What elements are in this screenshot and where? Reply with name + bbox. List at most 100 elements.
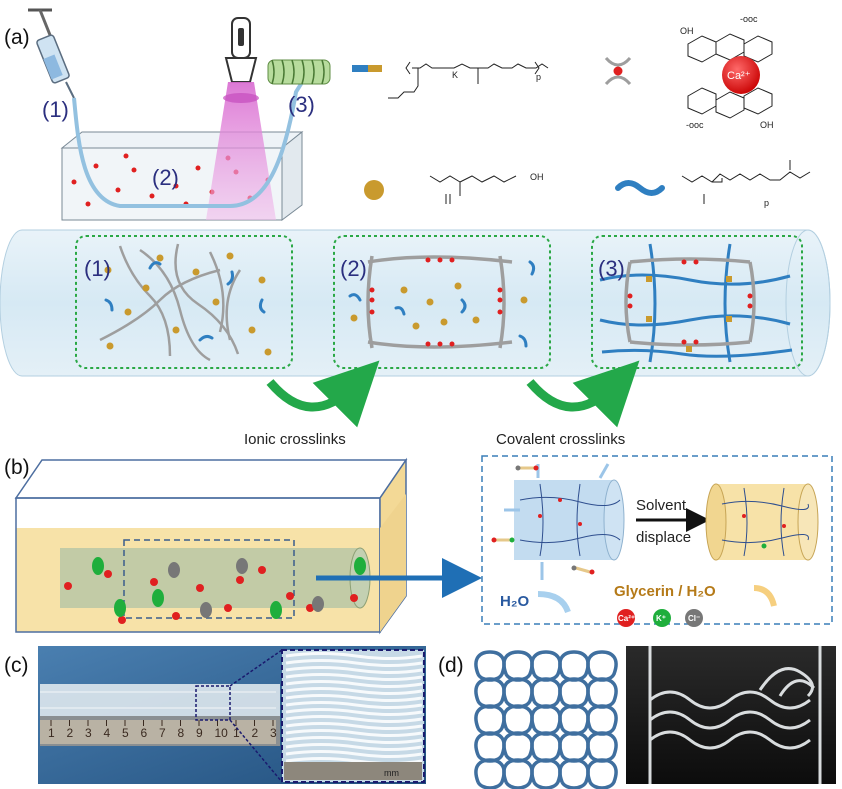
legend-polymer-structure xyxy=(388,61,549,99)
legend-oh-2: OH xyxy=(760,120,774,130)
solvent-label: Solvent xyxy=(636,497,687,514)
knit-loop xyxy=(530,650,562,682)
legend-ooc-1: -ooc xyxy=(740,14,758,24)
knit-loop xyxy=(586,731,618,763)
knit-loop xyxy=(530,731,562,763)
ruler-number: 1 xyxy=(233,726,240,740)
coil-loop xyxy=(285,729,423,737)
ruler-number: 7 xyxy=(159,726,166,740)
coil-loop xyxy=(285,701,423,709)
knit-loop xyxy=(474,677,506,709)
ruler-number: 1 xyxy=(48,726,55,740)
coil-loop xyxy=(285,743,423,751)
legend-ionic-crosslink-icon xyxy=(604,56,632,86)
coil-loop xyxy=(285,652,423,660)
panel-label-a: (a) xyxy=(4,26,30,49)
legend-ooc-2: -ooc xyxy=(686,120,704,130)
legend-p-subscript-2: p xyxy=(764,198,769,208)
water-flow-arrow xyxy=(537,591,571,614)
knit-loop xyxy=(586,650,618,682)
water-label: H₂O xyxy=(500,593,529,610)
syringe-icon xyxy=(28,8,75,99)
uv-beam xyxy=(206,82,276,220)
coil-loop xyxy=(285,750,423,758)
legend-oh-1: OH xyxy=(680,26,694,36)
ruler-number: 5 xyxy=(122,726,129,740)
legend-hea-structure xyxy=(429,175,517,204)
knit-loop xyxy=(586,677,618,709)
legend-oh-3: OH xyxy=(530,172,544,182)
ruler-number: 2 xyxy=(252,726,259,740)
ion-ca-label: Ca²⁺ xyxy=(618,614,635,623)
fiber-before-exchange xyxy=(514,479,625,561)
coil-loop xyxy=(285,722,423,730)
ionic-crosslinks-label: Ionic crosslinks xyxy=(244,431,346,448)
ruler-number: 8 xyxy=(178,726,185,740)
ruler-unit-label: mm xyxy=(384,768,399,778)
knit-loop xyxy=(558,704,590,736)
step-label-box-1: (1) xyxy=(84,256,111,281)
coil-loop xyxy=(285,687,423,695)
ionic-crosslink-arrow xyxy=(266,360,380,428)
knit-loop xyxy=(586,758,618,789)
ruler-number: 10 xyxy=(215,726,229,740)
ion-legend xyxy=(617,609,703,627)
legend-k-subscript: K xyxy=(452,70,458,80)
flashlight-icon xyxy=(206,17,276,220)
knit-loop xyxy=(474,704,506,736)
ruler-number: 4 xyxy=(104,726,111,740)
step-label-bath: (2) xyxy=(152,165,179,190)
photo-zoom-box xyxy=(195,685,231,721)
ruler-number: 3 xyxy=(85,726,92,740)
legend-pegda-structure xyxy=(681,160,811,204)
knit-loop xyxy=(530,677,562,709)
knit-loop xyxy=(502,650,534,682)
coil-icon xyxy=(267,59,331,85)
knitted-fabric-photo xyxy=(626,646,836,784)
ion-cl-label: Cl⁻ xyxy=(688,614,700,623)
knit-loop xyxy=(502,731,534,763)
ruler-number: 2 xyxy=(67,726,74,740)
step-label-coil: (3) xyxy=(288,92,315,117)
ruler-number: 6 xyxy=(141,726,148,740)
knit-loop xyxy=(502,677,534,709)
knit-loop xyxy=(502,758,534,789)
glycerin-flow-arrow xyxy=(753,585,777,607)
legend-alginate-ca-structure xyxy=(687,33,773,119)
fiber-after-exchange xyxy=(705,483,819,561)
coil-loop xyxy=(285,680,423,688)
bath-ions xyxy=(64,557,366,624)
coil-loop xyxy=(285,666,423,674)
knit-loop xyxy=(558,758,590,789)
covalent-crosslinks-label: Covalent crosslinks xyxy=(496,431,625,448)
displace-label: displace xyxy=(636,529,691,546)
fiber-tube xyxy=(0,229,831,377)
panel-label-b: (b) xyxy=(4,456,30,479)
step-label-box-3: (3) xyxy=(598,256,625,281)
coil-loop xyxy=(285,715,423,723)
network-stage-2 xyxy=(333,235,551,369)
ruler-number: 3 xyxy=(270,726,277,740)
knit-loop xyxy=(474,731,506,763)
knit-loop xyxy=(474,650,506,682)
knit-loop xyxy=(530,704,562,736)
knit-loop xyxy=(558,731,590,763)
coil-loop xyxy=(285,659,423,667)
coil-loop xyxy=(285,673,423,681)
fiber-path xyxy=(72,74,308,208)
legend-ca-label: Ca²⁺ xyxy=(727,70,751,82)
knit-loop xyxy=(502,704,534,736)
step-label-syringe: (1) xyxy=(42,97,69,122)
coil-loop xyxy=(285,694,423,702)
legend-peg-chain-icon xyxy=(615,180,665,196)
ion-release-arrows xyxy=(504,463,610,580)
legend-monomer-dot-icon xyxy=(364,180,384,200)
panel-label-c: (c) xyxy=(4,654,29,677)
network-stage-1 xyxy=(75,235,293,369)
knit-loop xyxy=(530,758,562,789)
network-stage-3 xyxy=(591,235,803,369)
coil-loop xyxy=(285,708,423,716)
